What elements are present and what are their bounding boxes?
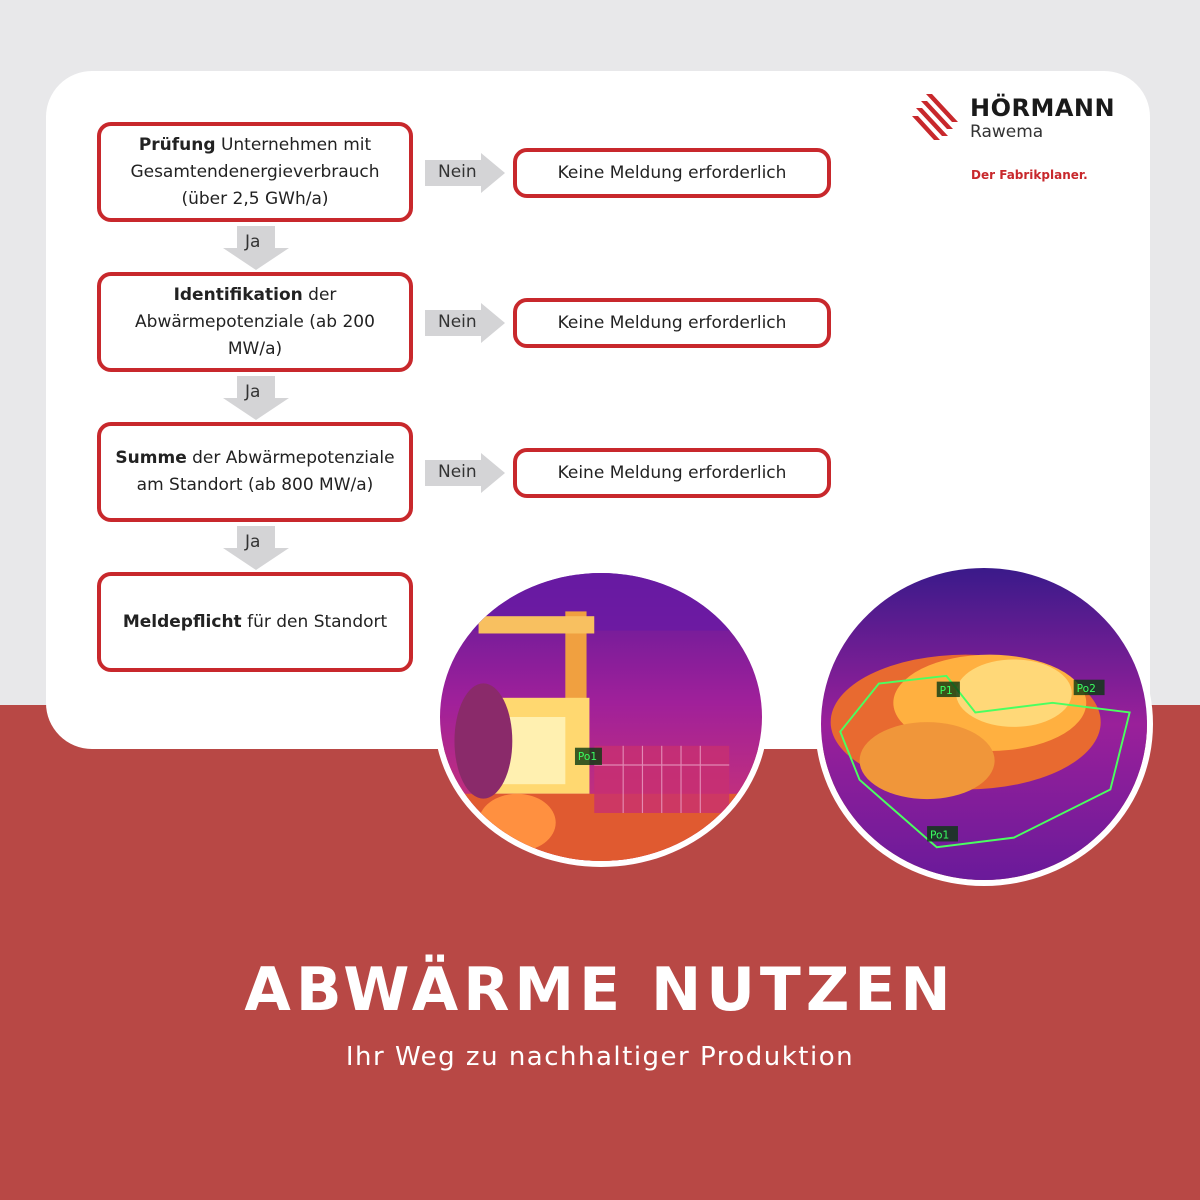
brand-logo-icon: [912, 94, 958, 140]
step-identify-text: der Abwärmepotenziale (ab 200 MW/a): [135, 284, 375, 359]
thermal-image-right: P1 Po2 Po1: [815, 562, 1153, 886]
step-sum-bold: Summe: [115, 448, 187, 468]
brand-name: HÖRMANN: [970, 94, 1116, 122]
step-check-bold: Prüfung: [138, 134, 216, 155]
outcome-text-2: Keine Meldung erforderlich: [557, 312, 787, 333]
outcome-text-1: Keine Meldung erforderlich: [557, 162, 787, 183]
arrow-right-icon: [425, 453, 505, 493]
marker-po1-right: Po1: [930, 830, 949, 842]
arrow-down-icon: [223, 226, 289, 270]
yes-label-2: Ja: [245, 382, 261, 402]
thermal-image-left: Po1: [434, 567, 768, 867]
step-identify-bold: Identifikation: [173, 284, 303, 305]
outcome-box-3: Keine Meldung erforderlich: [513, 448, 831, 498]
outcome-box-1: Keine Meldung erforderlich: [513, 148, 831, 198]
brand-logo: HÖRMANN Rawema Der Fabrikplaner.: [912, 92, 1122, 192]
outcome-box-2: Keine Meldung erforderlich: [513, 298, 831, 348]
step-check-box: Prüfung Unternehmen mit Gesamtendenergie…: [97, 122, 413, 222]
arrow-right-icon: [425, 153, 505, 193]
step-check-text: Unternehmen mit Gesamtendenergieverbrauc…: [130, 134, 380, 209]
outcome-text-3: Keine Meldung erforderlich: [557, 462, 787, 483]
yes-label-1: Ja: [245, 232, 261, 252]
brand-sub: Rawema: [970, 122, 1044, 142]
step-sum-box: Summe der Abwärmepotenziale am Standort …: [97, 422, 413, 522]
marker-po1-left: Po1: [578, 751, 597, 763]
headline: ABWÄRME NUTZEN: [244, 955, 956, 1025]
step-sum-text: der Abwärmepotenziale am Standort (ab 80…: [136, 448, 395, 495]
no-label-1: Nein: [438, 162, 477, 182]
step-report-text: für den Standort: [241, 611, 388, 632]
subline: Ihr Weg zu nachhaltiger Produktion: [345, 1042, 855, 1072]
step-report-box: Meldepflicht für den Standort: [97, 572, 413, 672]
yes-label-3: Ja: [245, 532, 261, 552]
arrow-down-icon: [223, 376, 289, 420]
step-identify-box: Identifikation der Abwärmepotenziale (ab…: [97, 272, 413, 372]
arrow-down-icon: [223, 526, 289, 570]
no-label-2: Nein: [438, 312, 477, 332]
step-report-bold: Meldepflicht: [122, 611, 242, 632]
no-label-3: Nein: [438, 462, 477, 482]
brand-tagline: Der Fabrikplaner.: [971, 168, 1088, 182]
marker-p1: P1: [940, 685, 953, 697]
arrow-right-icon: [425, 303, 505, 343]
marker-po2: Po2: [1077, 683, 1096, 695]
